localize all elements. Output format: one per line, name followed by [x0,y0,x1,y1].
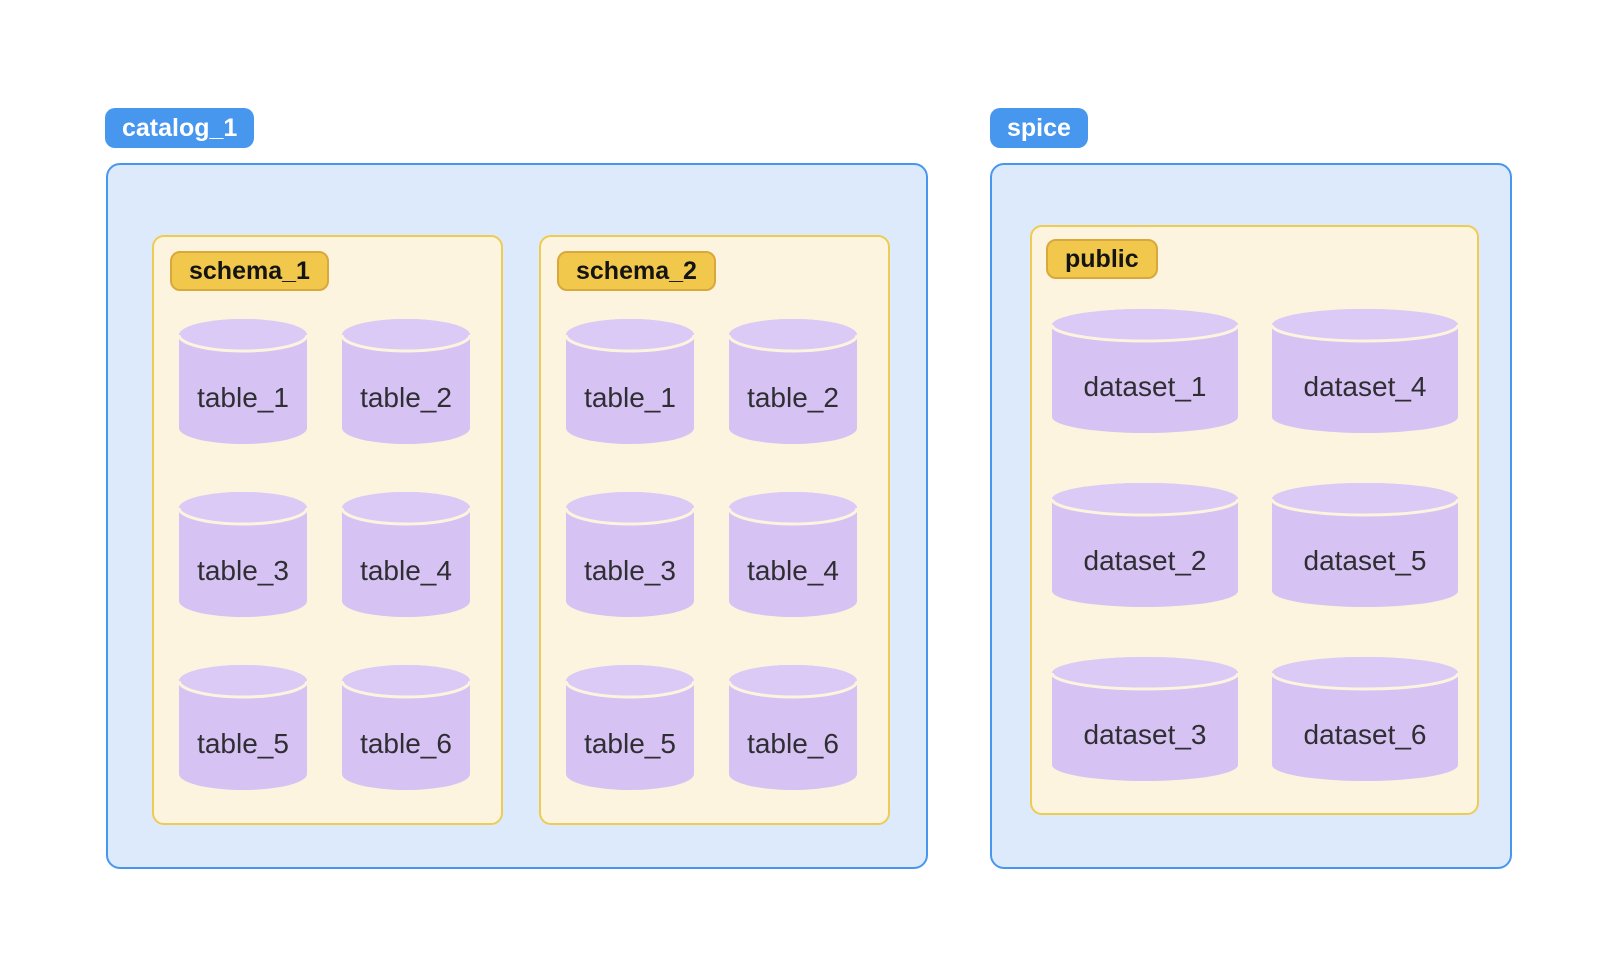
database-icon [564,665,696,790]
table-cylinder: table_6 [340,665,472,790]
dataset-label: dataset_4 [1303,371,1427,403]
table-cylinder: table_2 [340,319,472,444]
table-cylinder: table_3 [564,492,696,617]
dataset-cylinder: dataset_4 [1270,309,1460,433]
table-label: table_2 [360,381,452,413]
dataset-cylinder: dataset_1 [1050,309,1240,433]
database-icon [727,665,859,790]
database-icon [177,319,309,444]
table-cylinder: table_5 [564,665,696,790]
schema-2-table-grid: table_1 table_2 table_ [541,237,859,790]
spice-container: public dataset_1 [990,163,1512,869]
table-label: table_4 [360,554,452,586]
database-icon [727,492,859,617]
dataset-cylinder: dataset_2 [1050,483,1240,607]
public-badge: public [1046,239,1158,279]
dataset-label: dataset_1 [1083,371,1207,403]
table-cylinder: table_4 [727,492,859,617]
table-label: table_3 [197,554,289,586]
table-label: table_5 [197,727,289,759]
dataset-label: dataset_3 [1083,719,1207,751]
table-cylinder: table_1 [564,319,696,444]
table-cylinder: table_6 [727,665,859,790]
database-icon [564,492,696,617]
catalog-1-container: schema_1 table_1 table_2 [106,163,928,869]
dataset-cylinder: dataset_3 [1050,657,1240,781]
table-label: table_1 [197,381,289,413]
database-icon [564,319,696,444]
public-dataset-grid: dataset_1 dataset_4 da [1032,227,1460,781]
table-cylinder: table_4 [340,492,472,617]
schema-2-box: schema_2 table_1 table_2 [539,235,890,825]
database-icon [177,492,309,617]
database-icon [1050,483,1240,607]
table-label: table_1 [584,381,676,413]
database-icon [340,319,472,444]
database-icon [1050,657,1240,781]
public-box: public dataset_1 [1030,225,1479,815]
dataset-label: dataset_2 [1083,545,1207,577]
dataset-cylinder: dataset_6 [1270,657,1460,781]
database-icon [177,665,309,790]
schema-2-badge: schema_2 [557,251,716,291]
dataset-label: dataset_6 [1303,719,1427,751]
table-label: table_4 [747,554,839,586]
catalog-1-badge: catalog_1 [105,108,255,148]
dataset-cylinder: dataset_5 [1270,483,1460,607]
database-icon [1270,483,1460,607]
database-icon [340,665,472,790]
schema-1-box: schema_1 table_1 table_2 [152,235,503,825]
database-icon [1270,309,1460,433]
table-cylinder: table_2 [727,319,859,444]
database-icon [1050,309,1240,433]
schema-1-table-grid: table_1 table_2 table_ [154,237,472,790]
table-label: table_6 [360,727,452,759]
dataset-label: dataset_5 [1303,545,1427,577]
database-icon [727,319,859,444]
spice-badge: spice [990,108,1088,148]
database-icon [340,492,472,617]
table-cylinder: table_3 [177,492,309,617]
table-cylinder: table_5 [177,665,309,790]
database-icon [1270,657,1460,781]
table-label: table_2 [747,381,839,413]
schema-1-badge: schema_1 [170,251,329,291]
table-label: table_5 [584,727,676,759]
table-label: table_3 [584,554,676,586]
table-label: table_6 [747,727,839,759]
table-cylinder: table_1 [177,319,309,444]
